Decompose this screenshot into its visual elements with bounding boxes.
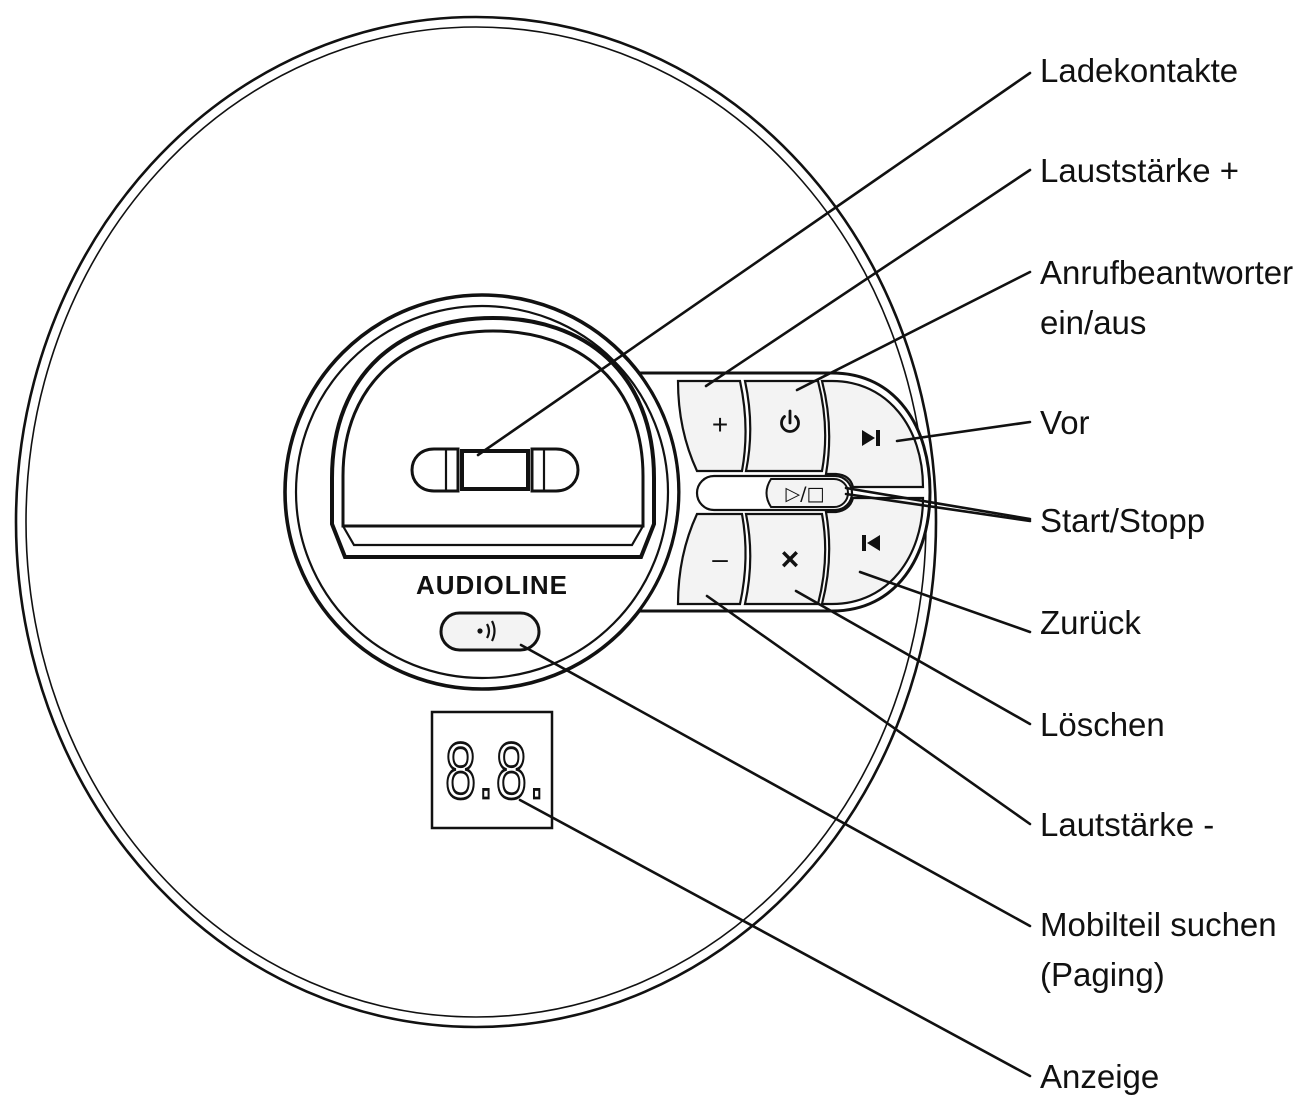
charging-contacts-icon — [410, 447, 580, 493]
skip-next-icon-triangle — [862, 430, 875, 446]
power-icon-arc — [780, 415, 800, 433]
callout-label-lautstaerke-minus: Lautstärke - — [1040, 806, 1214, 843]
callout-label-lautstaerke-plus: Lauststärke + — [1040, 152, 1239, 189]
start-stop-bar: ▷/□ — [695, 474, 854, 512]
callout-label-loeschen: Löschen — [1040, 706, 1165, 743]
callout-line-start-stopp-a — [844, 486, 1032, 521]
volume-down-button-body — [676, 512, 747, 606]
paging-icon-wave-outer — [491, 620, 496, 642]
callout-line-zurueck — [858, 570, 1032, 634]
callout-label-anrufbeantworter-line1: Anrufbeantworter — [1040, 254, 1293, 291]
handset-cradle — [330, 315, 656, 559]
power-button-body — [743, 379, 827, 473]
callout-line-loeschen — [794, 589, 1032, 726]
next-button — [820, 379, 925, 489]
skip-next-icon-bar — [876, 430, 880, 446]
previous-button-body — [820, 496, 925, 606]
answering-machine-power-button — [743, 379, 827, 473]
skip-next-icon — [862, 430, 880, 446]
skip-previous-icon — [862, 535, 880, 551]
plus-icon: + — [712, 409, 728, 440]
play-stop-icon: ▷/□ — [786, 483, 825, 505]
volume-down-button: – — [676, 512, 747, 606]
callout-line-lautstaerke-minus — [705, 594, 1032, 826]
callout-label-anrufbeantworter-line2: ein/aus — [1040, 304, 1146, 341]
callout-label-start-stopp: Start/Stopp — [1040, 502, 1205, 539]
callout-line-vor — [895, 420, 1032, 443]
callout-label-vor: Vor — [1040, 404, 1090, 441]
delete-button: × — [743, 512, 827, 606]
callout-label-ladekontakte: Ladekontakte — [1040, 52, 1238, 89]
charging-contact-left — [410, 447, 460, 493]
minus-icon: – — [712, 543, 728, 574]
delete-button-body — [743, 512, 827, 606]
callout-line-anzeige — [518, 798, 1032, 1078]
delete-x-icon: × — [781, 541, 800, 577]
message-counter-display: 8.8. — [430, 710, 554, 830]
next-button-body — [820, 379, 925, 489]
paging-icon — [477, 620, 496, 642]
callout-line-anrufbeantworter — [795, 270, 1032, 392]
volume-up-button: + — [676, 379, 747, 473]
volume-up-button-body — [676, 379, 747, 473]
display-window — [430, 710, 554, 830]
callout-line-start-stopp-b — [844, 492, 1032, 523]
callout-label-mobilteil-suchen-line2: (Paging) — [1040, 956, 1165, 993]
device-body-inner-ring — [294, 304, 670, 680]
charging-contact-center — [460, 449, 530, 491]
start-stop-button-body — [765, 478, 849, 508]
previous-button — [820, 496, 925, 606]
callout-line-ladekontakte — [476, 71, 1032, 457]
callout-lines — [476, 71, 1032, 1078]
button-cluster: + ▷/□ – — [635, 371, 932, 613]
callout-labels: Ladekontakte Lauststärke + Anrufbeantwor… — [1040, 52, 1293, 1095]
skip-previous-icon-bar — [862, 535, 866, 551]
paging-icon-dot — [477, 628, 483, 634]
power-icon — [780, 409, 800, 433]
brand-logo-text: AUDIOLINE — [416, 570, 568, 600]
callout-label-anzeige: Anzeige — [1040, 1058, 1159, 1095]
paging-button — [439, 611, 541, 652]
callout-label-zurueck: Zurück — [1040, 604, 1141, 641]
start-stop-button: ▷/□ — [765, 478, 849, 508]
charging-contact-right — [530, 447, 580, 493]
paging-icon-wave-inner — [486, 623, 491, 639]
display-digits: 8.8. — [445, 726, 546, 815]
cradle-front-lip — [342, 525, 644, 547]
callout-label-mobilteil-suchen-line1: Mobilteil suchen — [1040, 906, 1277, 943]
skip-previous-icon-triangle — [867, 535, 880, 551]
callout-line-mobilteil-suchen — [519, 643, 1032, 928]
callout-line-lautstaerke-plus — [704, 168, 1032, 388]
